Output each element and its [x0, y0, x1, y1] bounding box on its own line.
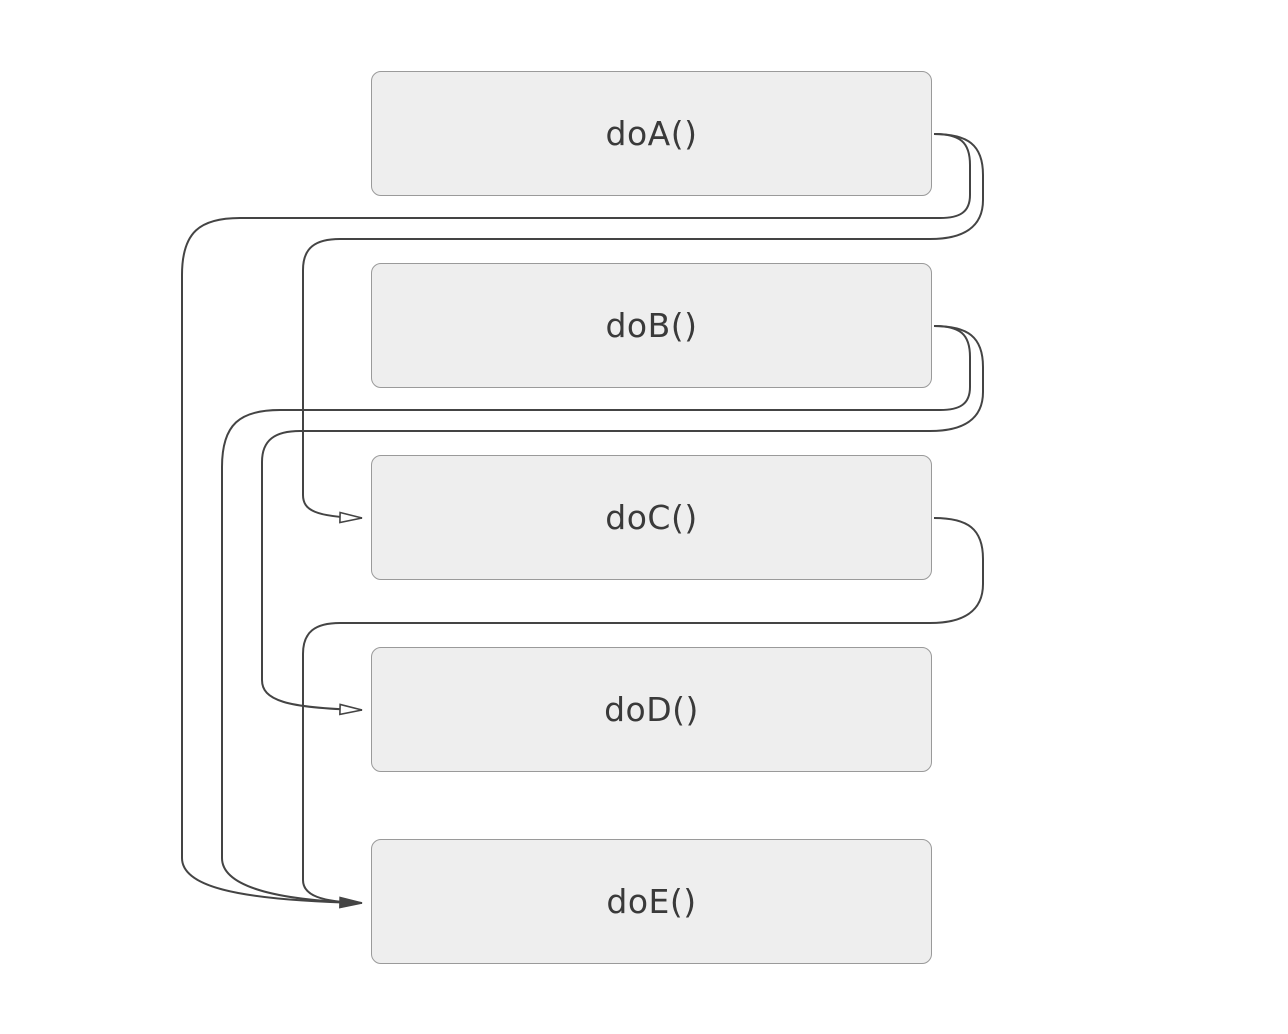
edge-doC-to-doE — [302, 517, 984, 909]
node-label: doB() — [605, 306, 698, 345]
edge-doB-to-doE — [221, 325, 971, 904]
node-doB[interactable]: doB() — [371, 263, 932, 388]
node-label: doA() — [605, 114, 698, 153]
node-label: doC() — [605, 498, 698, 537]
edge-doA-to-doC — [302, 133, 984, 524]
node-doA[interactable]: doA() — [371, 71, 932, 196]
node-label: doE() — [606, 882, 697, 921]
node-label: doD() — [604, 690, 699, 729]
node-doE[interactable]: doE() — [371, 839, 932, 964]
node-doC[interactable]: doC() — [371, 455, 932, 580]
edge-doB-to-doD — [261, 325, 984, 716]
node-doD[interactable]: doD() — [371, 647, 932, 772]
edge-doA-to-doE — [181, 133, 971, 904]
